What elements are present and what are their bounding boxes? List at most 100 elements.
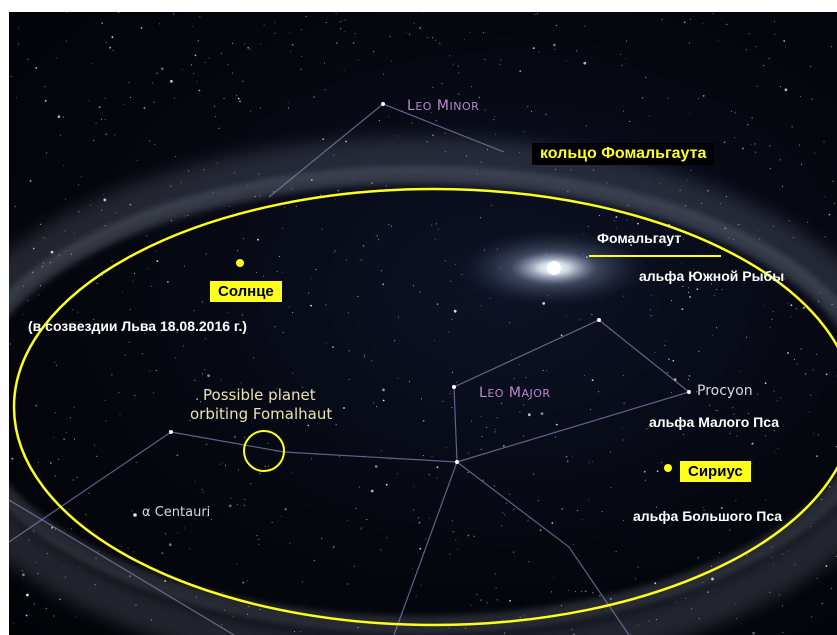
background-star	[729, 432, 731, 434]
background-star	[411, 122, 413, 124]
planet-caption-line1: Possible planet	[203, 386, 316, 404]
background-star	[813, 433, 815, 435]
background-star	[736, 435, 738, 437]
background-star	[385, 483, 388, 486]
background-star	[573, 544, 575, 546]
background-star	[668, 358, 670, 361]
background-star	[453, 309, 457, 313]
background-star	[193, 310, 195, 312]
background-star	[825, 565, 828, 567]
background-star	[486, 426, 488, 428]
background-star	[637, 222, 639, 225]
background-star	[230, 497, 232, 499]
background-star	[702, 23, 704, 25]
background-star	[239, 100, 241, 103]
background-star	[444, 260, 446, 262]
background-star	[281, 394, 283, 396]
background-star	[92, 139, 94, 141]
background-star	[301, 29, 302, 31]
background-star	[237, 250, 239, 252]
background-star	[241, 314, 243, 316]
background-star	[207, 374, 211, 377]
sky-graphics	[9, 12, 837, 635]
procyon-dot	[687, 390, 691, 394]
background-star	[95, 122, 97, 124]
background-star	[196, 81, 198, 83]
background-star	[335, 13, 337, 14]
background-star	[409, 381, 410, 383]
background-star	[510, 354, 512, 356]
background-star	[809, 411, 811, 413]
sirius-label: Сириус	[680, 461, 751, 482]
background-star	[431, 456, 433, 457]
background-star	[26, 593, 29, 597]
background-star	[205, 253, 207, 255]
background-star	[480, 599, 482, 601]
background-star	[527, 413, 531, 417]
background-star	[66, 40, 68, 42]
background-star	[357, 296, 359, 297]
background-star	[227, 64, 229, 65]
background-star	[183, 345, 185, 347]
background-star	[243, 504, 245, 506]
background-star	[94, 444, 95, 446]
background-star	[155, 370, 157, 372]
background-star	[127, 547, 129, 549]
background-star	[436, 466, 439, 469]
background-star	[476, 594, 478, 596]
background-star	[615, 216, 618, 218]
background-star	[698, 350, 700, 353]
background-star	[545, 113, 547, 115]
sun-label: Солнце	[210, 281, 282, 302]
background-star	[114, 327, 116, 329]
background-star	[622, 439, 624, 441]
background-star	[347, 312, 349, 314]
background-star	[833, 202, 835, 204]
background-star	[435, 223, 437, 225]
background-star	[322, 138, 325, 140]
background-star	[243, 238, 244, 240]
background-star	[419, 27, 422, 29]
background-star	[104, 97, 106, 99]
background-star	[450, 280, 452, 282]
background-star	[667, 372, 669, 374]
background-star	[458, 72, 460, 74]
background-star	[321, 228, 323, 230]
background-star	[828, 213, 831, 216]
background-star	[381, 450, 382, 452]
background-star	[482, 479, 484, 481]
background-star	[193, 73, 195, 75]
background-star	[451, 407, 453, 408]
background-star	[221, 52, 222, 54]
background-star	[348, 379, 350, 380]
fomalhaut-description: альфа Южной Рыбы	[639, 268, 785, 284]
background-star	[288, 306, 290, 308]
background-star	[93, 530, 95, 532]
background-star	[654, 351, 656, 353]
background-star	[566, 460, 569, 463]
background-star	[538, 51, 540, 53]
background-star	[726, 23, 728, 25]
background-star	[56, 57, 58, 59]
background-star	[383, 73, 385, 75]
background-star	[362, 245, 365, 247]
background-star	[576, 50, 578, 52]
background-star	[811, 98, 813, 100]
leo-minor-label: LEO MINOR	[407, 98, 480, 114]
background-star	[660, 461, 662, 463]
background-star	[155, 250, 156, 252]
background-star	[751, 117, 753, 119]
background-star	[54, 412, 56, 414]
background-star	[560, 334, 563, 337]
background-star	[434, 238, 436, 240]
background-star	[134, 395, 136, 397]
background-star	[201, 301, 203, 303]
background-star	[247, 580, 249, 582]
background-star	[279, 255, 280, 257]
background-star	[696, 391, 698, 393]
background-star	[153, 101, 155, 103]
background-star	[54, 361, 56, 363]
background-star	[243, 43, 245, 45]
background-star	[57, 115, 61, 119]
background-star	[58, 458, 60, 460]
